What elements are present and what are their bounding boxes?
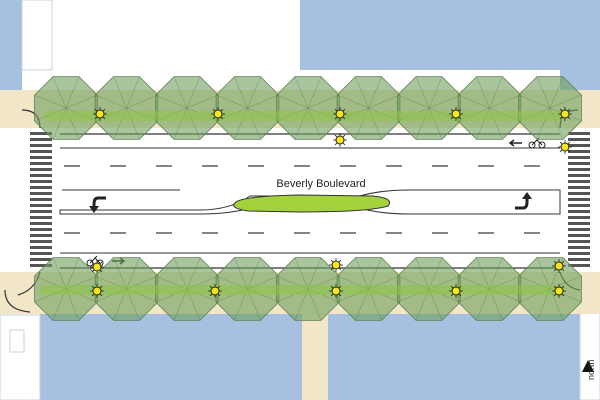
crosswalk-stripe <box>30 162 52 165</box>
north-tree-row <box>34 76 582 140</box>
crosswalk-stripe <box>30 180 52 183</box>
streetlight-icon <box>329 284 343 298</box>
crosswalk-stripe <box>568 246 590 249</box>
crosswalk-stripe <box>30 252 52 255</box>
crosswalk-stripe <box>30 210 52 213</box>
south-planting-strip <box>40 285 565 295</box>
north-planting-strip <box>44 111 564 121</box>
crosswalk-stripe <box>568 234 590 237</box>
crosswalk-stripe <box>30 228 52 231</box>
crosswalk-stripe <box>568 156 590 159</box>
streetlight-icon <box>90 260 104 274</box>
streetlight-icon <box>552 284 566 298</box>
streetlight-icon <box>333 107 347 121</box>
left-turn-arrow-icon <box>89 196 106 213</box>
tree-canopy-icon <box>215 76 280 140</box>
streetlight-icon <box>93 107 107 121</box>
crosswalk-stripe <box>568 168 590 171</box>
crosswalk-stripe <box>30 204 52 207</box>
tree-canopy-icon <box>457 76 522 140</box>
tree-canopy-icon <box>34 76 98 140</box>
streetlight-icon <box>333 133 347 147</box>
median-planting <box>233 194 391 213</box>
crosswalk-stripe <box>30 258 52 261</box>
crosswalk-stripe <box>568 216 590 219</box>
street-name-label: Beverly Boulevard <box>276 178 365 190</box>
north-label: north <box>586 359 596 380</box>
crosswalk-stripe <box>568 180 590 183</box>
crosswalk-stripe <box>568 222 590 225</box>
crosswalk-stripe <box>30 264 52 267</box>
crosswalk-stripe <box>30 192 52 195</box>
streetlight-icon <box>449 107 463 121</box>
crosswalk-stripe <box>30 150 52 153</box>
right-turn-arrow-icon <box>515 192 532 210</box>
crosswalk-stripe <box>30 174 52 177</box>
streetlight-icon <box>90 284 104 298</box>
crosswalk-stripe <box>568 252 590 255</box>
crosswalk-stripe <box>568 228 590 231</box>
streetlight-icon <box>329 258 343 272</box>
crosswalk-stripe <box>30 246 52 249</box>
streetlight-icon <box>558 107 572 121</box>
crosswalk-stripe <box>568 144 590 147</box>
crosswalk-stripe <box>30 198 52 201</box>
crosswalk-stripe <box>568 264 590 267</box>
crosswalk-stripe <box>30 132 52 135</box>
crosswalk-stripe <box>30 138 52 141</box>
crosswalk-stripe <box>30 240 52 243</box>
crosswalk-stripe <box>568 150 590 153</box>
tree-canopy-icon <box>336 76 401 140</box>
crosswalk-stripe <box>30 216 52 219</box>
tree-canopy-icon <box>518 76 582 140</box>
crosswalk-stripe <box>30 234 52 237</box>
streetlights <box>90 107 572 298</box>
crosswalk-stripe <box>30 186 52 189</box>
crosswalk-stripe <box>568 162 590 165</box>
crosswalk-stripe <box>568 198 590 201</box>
crosswalk-stripe <box>568 186 590 189</box>
crosswalk-stripe <box>568 210 590 213</box>
crosswalk-stripe <box>568 132 590 135</box>
streetlight-icon <box>449 284 463 298</box>
median <box>59 189 561 215</box>
tree-canopy-icon <box>155 76 219 140</box>
crosswalk-stripe <box>568 192 590 195</box>
tree-canopy-icon <box>397 76 461 140</box>
crosswalk-stripe <box>568 174 590 177</box>
tree-canopy-icon <box>94 76 159 140</box>
crosswalk-stripe <box>568 240 590 243</box>
crosswalk-stripe <box>568 138 590 141</box>
streetlight-icon <box>552 259 566 273</box>
streetlight-icon <box>558 140 572 154</box>
crosswalk-stripe <box>30 144 52 147</box>
streetlight-icon <box>211 107 225 121</box>
crosswalk-stripe <box>30 168 52 171</box>
crosswalk-stripe <box>568 258 590 261</box>
crosswalk-stripe <box>568 204 590 207</box>
north-arrow-icon: north <box>582 359 596 380</box>
lane-markings <box>60 147 560 254</box>
crosswalk-stripe <box>30 156 52 159</box>
crosswalk-stripe <box>30 222 52 225</box>
crosswalks <box>30 132 590 267</box>
tree-canopy-icon <box>276 76 340 140</box>
streetlight-icon <box>208 284 222 298</box>
